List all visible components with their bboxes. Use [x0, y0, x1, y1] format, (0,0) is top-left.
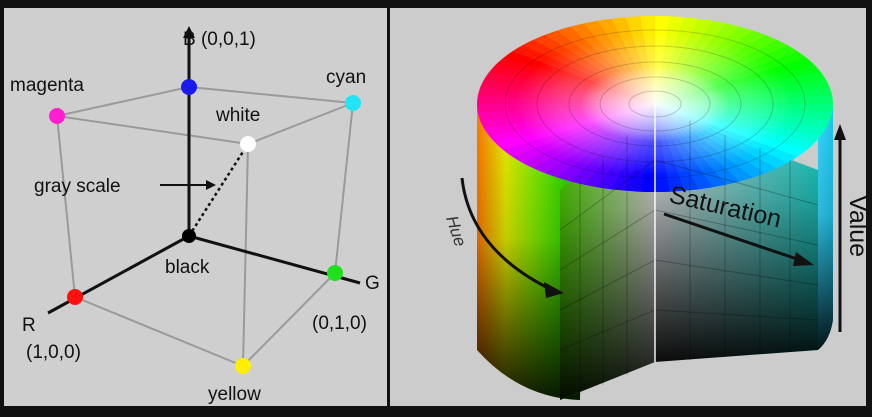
r-axis-coords: (1,0,0) — [26, 342, 81, 363]
figure-frame — [0, 4, 870, 410]
hsv-cylinder-panel: Hue Saturation Value — [390, 8, 872, 406]
cyan-corner-dot — [345, 95, 361, 111]
r-axis-label: R — [22, 315, 36, 336]
black-corner-dot — [182, 229, 196, 243]
magenta-label: magenta — [10, 75, 84, 96]
rgb-cube-panel: B (0,0,1) magenta cyan white gray scale … — [4, 8, 387, 406]
gray-scale-diagonal — [187, 143, 250, 237]
blue-corner-dot — [181, 79, 197, 95]
white-corner-dot — [240, 136, 256, 152]
hue-arrow — [460, 177, 553, 292]
b-axis-label: B (0,0,1) — [183, 29, 256, 50]
white-label: white — [215, 105, 260, 126]
b-axis-arrow — [183, 26, 195, 38]
g-axis-coords: (0,1,0) — [312, 313, 367, 334]
saturation-arrow-head — [793, 252, 814, 266]
cut-face-grid — [559, 121, 819, 395]
magenta-corner-dot — [49, 108, 65, 124]
red-corner-dot — [67, 289, 83, 305]
black-label: black — [165, 257, 210, 278]
gray-scale-pointer — [160, 180, 216, 190]
value-arrow-head — [834, 124, 846, 140]
saturation-arrow — [663, 212, 801, 262]
yellow-label: yellow — [208, 384, 261, 405]
g-axis-label: G — [365, 273, 380, 294]
cyan-label: cyan — [326, 67, 366, 88]
rgb-panel-background — [4, 8, 387, 406]
gray-scale-label: gray scale — [34, 176, 121, 197]
cylinder-top — [477, 16, 833, 192]
hue-arrow-head — [544, 282, 564, 298]
green-corner-dot — [327, 265, 343, 281]
cube-edges — [56, 86, 354, 367]
yellow-corner-dot — [235, 358, 251, 374]
